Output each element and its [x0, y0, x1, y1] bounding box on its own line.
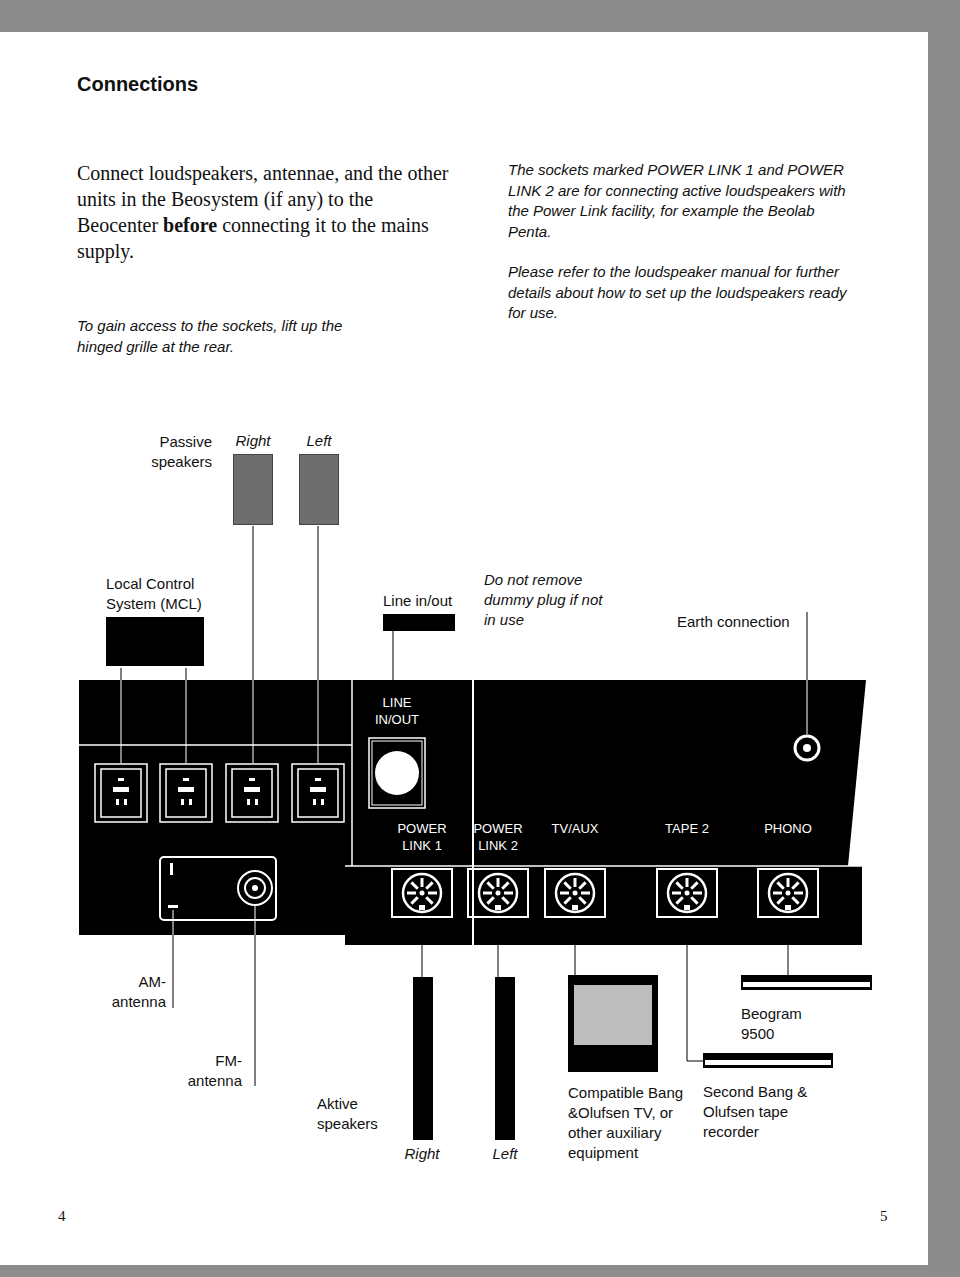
socket-art	[390, 867, 454, 919]
speaker-cabinet	[233, 454, 273, 525]
speaker-column	[413, 977, 433, 1140]
socket-art	[655, 867, 719, 919]
callout-label: FM- antenna	[180, 1051, 242, 1091]
connection-line	[687, 920, 703, 1061]
socket-label: POWER LINK 1	[395, 820, 449, 854]
callout-label: Aktive speakers	[317, 1094, 389, 1134]
black-box	[383, 614, 455, 631]
socket-label: POWER LINK 2	[471, 820, 525, 854]
connection-line	[788, 920, 789, 975]
active-speaker: Left	[482, 977, 528, 1164]
socket-art	[756, 867, 820, 919]
din-socket: TV/AUX	[540, 820, 610, 920]
speaker-box: Right	[230, 431, 276, 525]
socket-label: TAPE 2	[660, 820, 714, 837]
box-label: Line in/out	[383, 591, 463, 611]
speaker-cabinet	[299, 454, 339, 525]
device-body	[741, 975, 872, 990]
note-text: The sockets marked POWER LINK 1 and POWE…	[508, 160, 853, 242]
device-label: Beogram 9500	[741, 1004, 821, 1044]
tv-cabinet	[568, 975, 658, 1072]
active-speaker: Right	[399, 977, 445, 1164]
connection-line	[422, 920, 423, 977]
control-box: Line in/out	[383, 591, 463, 631]
connection-line	[575, 920, 576, 975]
control-box: Local Control System (MCL)	[106, 574, 218, 666]
device-label: Second Bang & Olufsen tape recorder	[703, 1082, 829, 1142]
socket-art	[466, 867, 530, 919]
tape-recorder: Second Bang & Olufsen tape recorder	[703, 1053, 829, 1142]
socket-label: PHONO	[761, 820, 815, 837]
din-socket: TAPE 2	[652, 820, 722, 920]
socket-label: TV/AUX	[548, 820, 602, 837]
intro-text: before	[163, 214, 217, 236]
speaker-column	[495, 977, 515, 1140]
page-number: 4	[58, 1206, 78, 1226]
speaker-label: Right	[399, 1144, 445, 1164]
din-socket: POWER LINK 2	[463, 820, 533, 920]
box-label: Local Control System (MCL)	[106, 574, 216, 614]
page-number: 5	[880, 1206, 900, 1226]
connection-line	[498, 920, 499, 977]
callout-label: Earth connection	[677, 612, 807, 632]
callout-label: Passive speakers	[138, 432, 212, 472]
black-box	[106, 617, 204, 666]
callout-label: Do not remove dummy plug if not in use	[484, 570, 604, 630]
device-body	[703, 1053, 833, 1068]
turntable: Beogram 9500	[741, 975, 869, 1044]
socket-art	[368, 737, 426, 809]
socket-label: LINE IN/OUT	[372, 694, 422, 728]
din-socket: POWER LINK 1	[387, 820, 457, 920]
intro-paragraph: Connect loudspeakers, antennae, and the …	[77, 160, 457, 264]
page-title: Connections	[77, 72, 198, 96]
tv-set: Compatible Bang &Olufsen TV, or other au…	[568, 975, 698, 1163]
speaker-label: Left	[296, 431, 342, 451]
connection-line	[393, 631, 394, 690]
line-socket: LINE IN/OUT	[366, 690, 428, 810]
speaker-label: Right	[230, 431, 276, 451]
tv-screen	[574, 985, 652, 1045]
callout-label: AM- antenna	[104, 972, 166, 1012]
din-socket: PHONO	[753, 820, 823, 920]
speaker-label: Left	[482, 1144, 528, 1164]
speaker-box: Left	[296, 431, 342, 525]
note-text: Please refer to the loudspeaker manual f…	[508, 262, 853, 324]
socket-art	[543, 867, 607, 919]
device-label: Compatible Bang &Olufsen TV, or other au…	[568, 1083, 698, 1163]
note-text: To gain access to the sockets, lift up t…	[77, 315, 352, 357]
